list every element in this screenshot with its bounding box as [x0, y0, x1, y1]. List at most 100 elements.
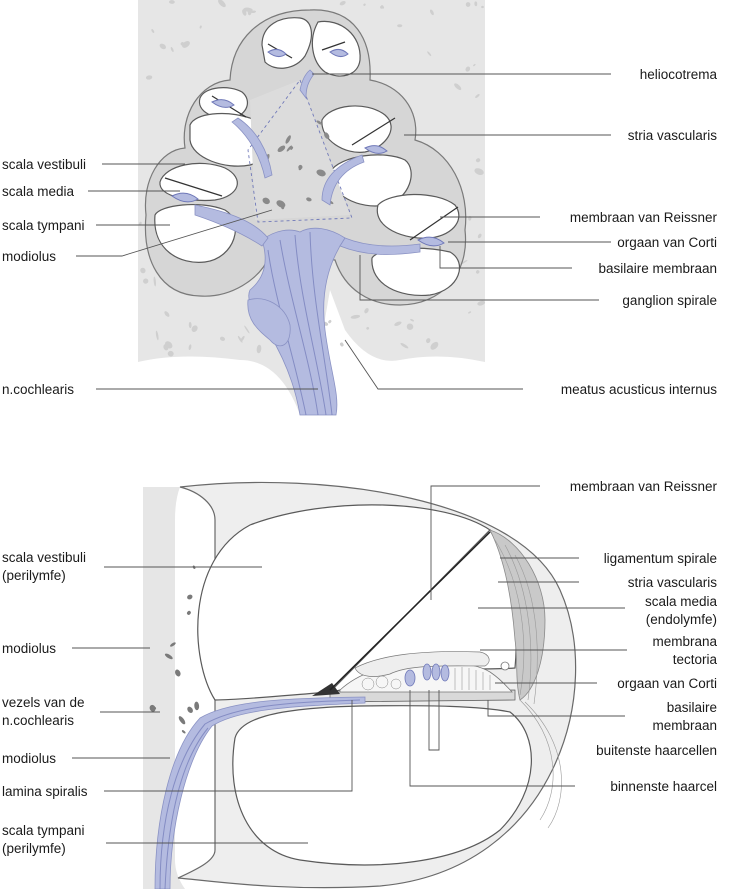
top-leader-lines [76, 73, 611, 390]
bone-speck [286, 145, 292, 152]
nerve-branch-left [194, 204, 269, 247]
bone-speck [454, 83, 462, 91]
top-diagram [138, 0, 486, 416]
bone-speck [277, 145, 286, 153]
label-perilymfe-1: (perilymfe) [2, 568, 66, 583]
bone-speck [474, 1, 478, 7]
reissner-membrane [329, 531, 491, 691]
label-stria-vascularis-2: stria vascularis [628, 575, 718, 590]
membrana-tectoria [354, 651, 490, 677]
bone-speck [167, 350, 174, 357]
label-scala-vestibuli: scala vestibuli [2, 157, 86, 172]
nerve-branch-right [339, 237, 421, 255]
bone-speck [475, 270, 480, 274]
bone-speck [164, 341, 173, 349]
bone-speck [165, 313, 168, 316]
cochlear-nerve-fibers [154, 696, 366, 889]
label-modiolus: modiolus [2, 249, 56, 264]
label-basilaire-membraan: basilaire membraan [598, 261, 717, 276]
label-modiolus-3: modiolus [2, 751, 56, 766]
label-scala-tympani-2: scala tympani [2, 823, 85, 838]
base-left-cavity-1 [159, 162, 238, 202]
label-scala-tympani: scala tympani [2, 218, 85, 233]
label-membraan-van-reissner-2: membraan van Reissner [570, 479, 718, 494]
bone-speck [324, 132, 330, 139]
bone-speck [285, 135, 291, 144]
bottom-labels-right: membraan van Reissner ligamentum spirale… [570, 479, 718, 794]
bone-speck [316, 169, 326, 177]
label-basilaire: basilaire [667, 700, 717, 715]
label-orgaan-van-corti-2: orgaan van Corti [617, 676, 717, 691]
bone-speck [186, 610, 191, 615]
bone-speck [290, 146, 294, 150]
bone-speck [477, 233, 482, 239]
bone-speck [188, 321, 192, 329]
label-n-cochlearis: n.cochlearis [2, 382, 74, 397]
bone-speck [465, 66, 471, 72]
bone-speck [406, 323, 414, 330]
bone-speck [363, 3, 366, 6]
label-n-cochlearis-2: n.cochlearis [2, 713, 74, 728]
bone-speck [328, 319, 332, 324]
hair-cells [404, 663, 450, 687]
bone-speck [474, 168, 484, 175]
bone-speck [143, 278, 149, 284]
bone-speck [178, 716, 186, 725]
bone-speck [426, 338, 431, 344]
bone-speck [410, 318, 415, 322]
bone-speck [298, 167, 302, 171]
top-labels-left: scala vestibuli scala media scala tympan… [2, 157, 86, 397]
nerve-branch-mid-left [231, 117, 273, 179]
bone-speck [481, 5, 484, 9]
bone-speck [194, 701, 200, 711]
bone-speck [475, 158, 481, 163]
label-membraan-van-reissner: membraan van Reissner [570, 210, 718, 225]
label-endolymfe: (endolymfe) [646, 612, 717, 627]
bone-speck [477, 300, 486, 306]
bone-speck [151, 29, 155, 33]
bone-speck [475, 93, 480, 99]
bone-speck [170, 642, 176, 647]
bone-speck [350, 314, 361, 319]
bone-speck [188, 344, 192, 351]
label-heliocotrema: heliocotrema [640, 67, 718, 82]
nerve-fiber-lines [159, 699, 361, 889]
label-scala-media: scala media [2, 184, 75, 199]
bone-speck [306, 197, 312, 202]
bone-speck [394, 321, 402, 326]
modiolus-fragments [149, 565, 200, 734]
bone-speck [316, 120, 322, 125]
bone-speck [339, 342, 344, 347]
label-orgaan-van-corti: orgaan van Corti [617, 235, 717, 250]
bottom-leader-lines [72, 485, 627, 844]
bone-speck [187, 594, 193, 600]
bone-speck [364, 308, 369, 314]
bottom-diagram [143, 481, 577, 889]
bone-speck [219, 336, 226, 341]
label-modiolus-2: modiolus [2, 641, 56, 656]
mid-right-cavity-1 [321, 105, 392, 153]
bone-speck [380, 5, 384, 9]
bone-speck [430, 341, 439, 350]
bone-speck [400, 342, 409, 349]
label-binnenste-haarcel: binnenste haarcel [610, 779, 717, 794]
bone-speck [244, 325, 250, 334]
scala-tympani-cavity [232, 705, 532, 866]
bone-speck [145, 75, 153, 80]
ligament-fibers [494, 539, 562, 829]
base-right-cavity-1 [376, 193, 460, 239]
label-buitenste-haarcellen: buitenste haarcellen [596, 743, 717, 758]
bone-speck [155, 330, 159, 341]
bone-speck [153, 276, 157, 287]
bone-speck [468, 311, 472, 314]
bone-speck [187, 706, 193, 713]
label-meatus-acusticus-internus: meatus acusticus internus [561, 382, 717, 397]
bone-speck [180, 42, 185, 46]
bone-speck [138, 221, 142, 226]
bone-speck [237, 335, 243, 343]
bone-speck [427, 51, 432, 57]
stria-cell [500, 661, 510, 671]
bone-speck [473, 63, 476, 67]
bone-speck [218, 0, 226, 8]
